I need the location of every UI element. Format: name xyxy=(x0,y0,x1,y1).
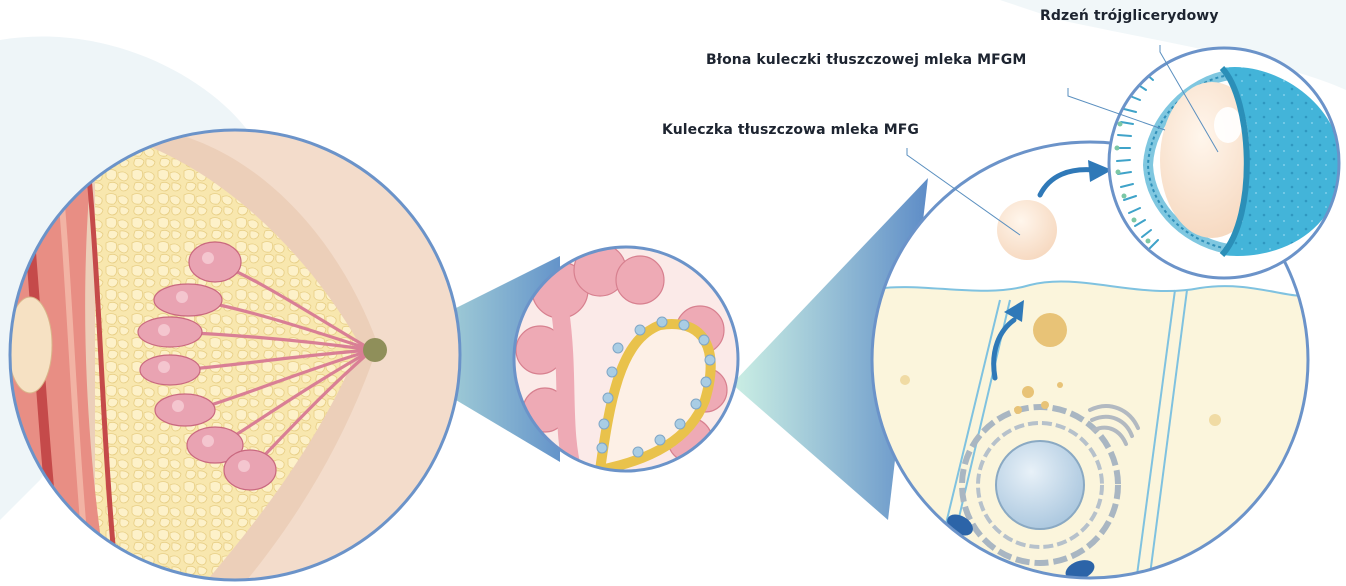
mfgm-inset xyxy=(1109,48,1342,278)
label-mfg: Kuleczka tłuszczowa mleka MFG xyxy=(662,122,919,138)
label-mfgm: Błona kuleczki tłuszczowej mleka MFGM xyxy=(706,52,1026,68)
nucleus xyxy=(996,441,1084,529)
milk-fat-globule xyxy=(997,200,1057,260)
nipple xyxy=(363,338,387,362)
label-triglyceride-core: Rdzeń trójglicerydowy xyxy=(1040,8,1219,24)
